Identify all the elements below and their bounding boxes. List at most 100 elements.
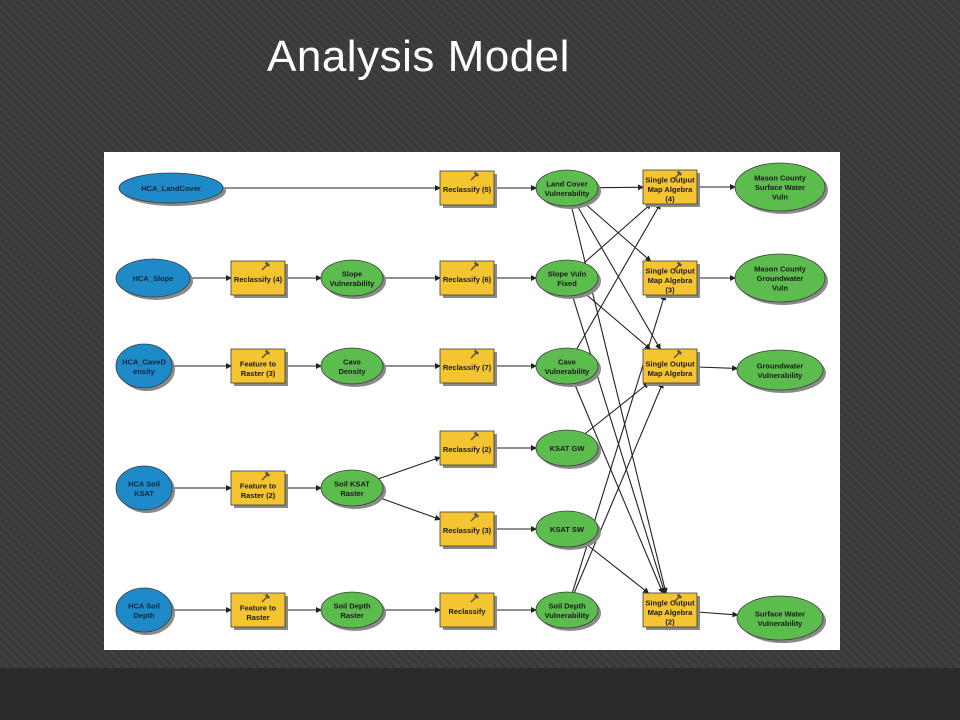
output-node-shape [535, 169, 599, 207]
model-node-output-o_ksatgw[interactable]: KSAT GW [535, 429, 601, 469]
node-label: Mason County [754, 174, 806, 183]
node-label: Vuln [772, 193, 788, 202]
node-label: Single Output [645, 267, 695, 276]
hammer-icon [261, 593, 271, 603]
node-label: Vulnerability [758, 619, 804, 628]
node-label: Raster [340, 489, 363, 498]
input-node-shape [118, 172, 224, 204]
node-label: Reclassify (7) [443, 363, 492, 372]
connector-layer [172, 184, 739, 618]
tool-node-shape [439, 511, 495, 547]
node-label: (4) [665, 195, 675, 204]
output-node-shape [535, 429, 599, 467]
model-node-input-in_land[interactable]: HCA_LandCover [118, 172, 226, 206]
node-label: Reclassify (6) [443, 275, 492, 284]
node-label: Land Cover [546, 179, 587, 188]
node-label: Map Algebra [648, 369, 694, 378]
node-label: Vulnerability [545, 611, 591, 620]
connector-o_land-to-sma3 [583, 202, 652, 262]
node-label: Vulnerability [545, 189, 591, 198]
node-label: Vuln [772, 284, 788, 293]
hammer-icon [261, 261, 271, 271]
model-node-tool-rc3[interactable]: Reclassify (3) [439, 511, 497, 549]
connector-o_ksatgw-to-sma [584, 382, 650, 434]
hammer-icon [673, 593, 683, 603]
hammer-icon [470, 593, 480, 603]
node-label: Reclassify (4) [234, 275, 283, 284]
output-node-shape [535, 259, 599, 297]
connector-o_ksat-to-rc3 [378, 496, 441, 521]
node-label: Single Output [645, 176, 695, 185]
hammer-icon [673, 261, 683, 271]
node-label: Raster (3) [241, 369, 276, 378]
hammer-icon [673, 349, 683, 359]
node-label: HCA_CaveD [122, 357, 166, 366]
node-label: HCA Soil [128, 479, 160, 488]
node-label: Map Algebra [648, 185, 694, 194]
node-label: Reclassify (3) [443, 526, 492, 535]
connector-sma2-to-o_sw [696, 611, 739, 618]
model-node-tool-rc2[interactable]: Reclassify (2) [439, 430, 497, 468]
model-node-output-o_ksatsw[interactable]: KSAT SW [535, 510, 601, 550]
node-label: Map Algebra [648, 608, 694, 617]
node-label: Feature to [240, 359, 277, 368]
tool-node-shape [230, 260, 286, 296]
output-node-shape [320, 259, 384, 297]
node-label: Raster [340, 611, 363, 620]
connector-o_ksat-to-rc2 [378, 456, 441, 480]
node-label: HCA Soil [128, 601, 160, 610]
node-label: KSAT SW [550, 525, 585, 534]
output-node-shape [535, 591, 599, 629]
model-node-tool-rc5[interactable]: Reclassify (5) [439, 170, 497, 208]
input-node-shape [115, 587, 173, 633]
output-node-shape [320, 347, 384, 385]
node-label: Reclassify [448, 607, 486, 616]
output-node-shape [736, 595, 824, 641]
tool-node-shape [230, 348, 286, 384]
node-label: Single Output [645, 599, 695, 608]
node-label: Single Output [645, 359, 695, 368]
model-node-tool-rc6[interactable]: Reclassify (6) [439, 260, 497, 298]
model-node-tool-rc7[interactable]: Reclassify (7) [439, 348, 497, 386]
node-label: Soil Depth [333, 601, 371, 610]
output-node-shape [320, 591, 384, 629]
connector-o_ksatsw-to-sma2 [585, 543, 650, 594]
node-label: ensity [133, 367, 156, 376]
model-node-tool-rc[interactable]: Reclassify [439, 592, 497, 630]
node-label: (3) [665, 286, 675, 295]
output-node-shape [535, 347, 599, 385]
tool-node-shape [439, 348, 495, 384]
model-node-input-in_slope[interactable]: HCA_Slope [115, 258, 193, 300]
connector-o_cavevuln-to-sma4 [576, 203, 661, 350]
connector-o_depthvuln-to-sma [573, 382, 664, 593]
hammer-icon [470, 171, 480, 181]
model-node-tool-rc4[interactable]: Reclassify (4) [230, 260, 288, 298]
hammer-icon [470, 431, 480, 441]
node-label: Feature to [240, 603, 277, 612]
tool-node-shape [439, 170, 495, 206]
